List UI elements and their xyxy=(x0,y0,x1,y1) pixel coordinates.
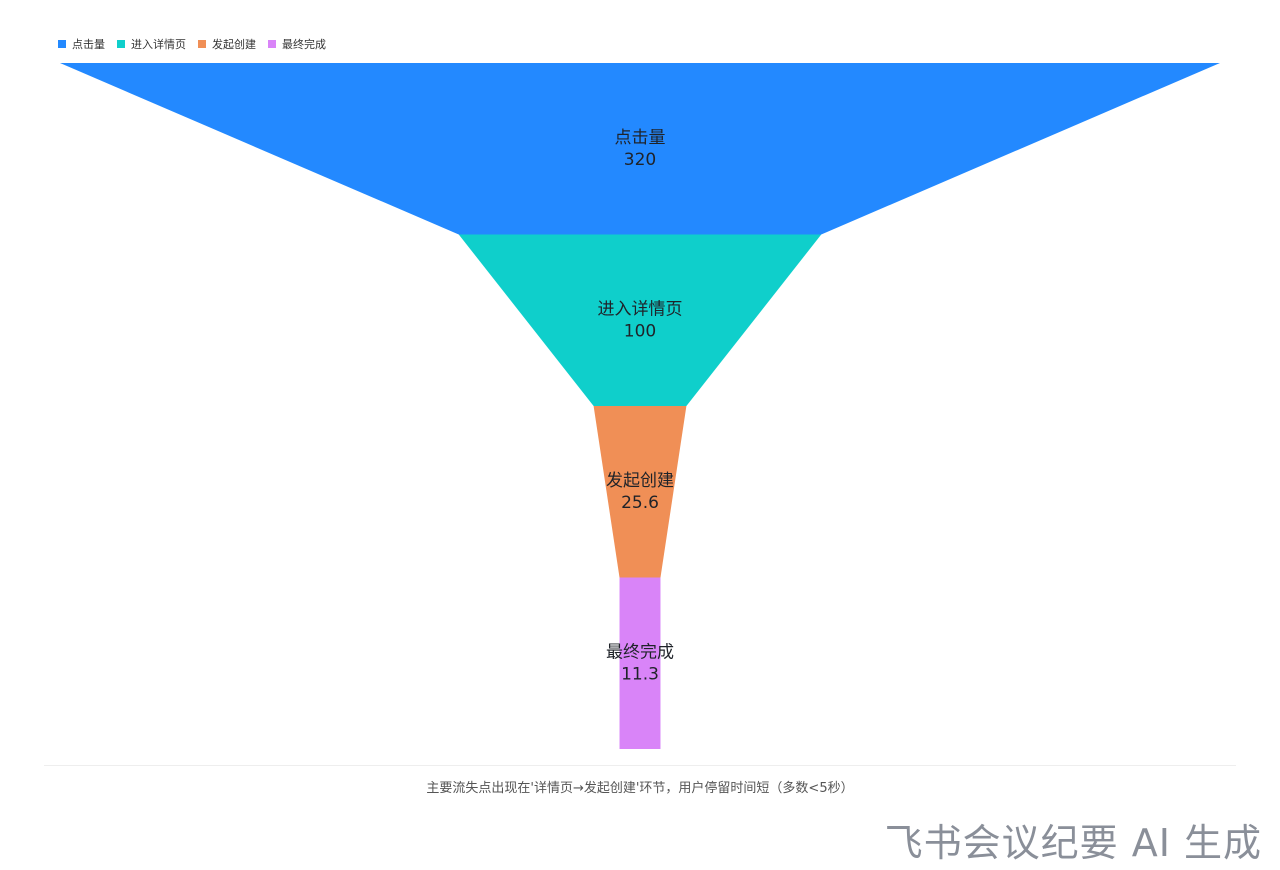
legend-item[interactable]: 点击量 xyxy=(58,36,105,52)
divider xyxy=(44,765,1236,766)
legend-swatch xyxy=(268,40,276,48)
legend-swatch xyxy=(58,40,66,48)
stage-value: 25.6 xyxy=(621,493,659,513)
stage-label: 最终完成 xyxy=(606,642,674,662)
stage-value: 100 xyxy=(624,321,656,341)
legend-label: 点击量 xyxy=(72,38,105,51)
stage-value: 11.3 xyxy=(621,664,659,684)
funnel-stage[interactable] xyxy=(593,406,687,578)
legend-item[interactable]: 进入详情页 xyxy=(117,36,186,52)
funnel-stage[interactable] xyxy=(60,63,1220,235)
stage-label: 点击量 xyxy=(615,128,666,148)
watermark: 飞书会议纪要 AI 生成 xyxy=(884,821,1262,865)
legend-label: 最终完成 xyxy=(282,38,326,51)
chart-caption: 主要流失点出现在'详情页→发起创建'环节，用户停留时间短（多数<5秒） xyxy=(426,781,854,796)
funnel-stage[interactable] xyxy=(458,234,822,407)
stage-label: 发起创建 xyxy=(606,471,674,491)
stage-label: 进入详情页 xyxy=(598,299,683,319)
funnel-stage[interactable] xyxy=(619,577,661,750)
stage-value: 320 xyxy=(624,150,656,170)
legend-label: 发起创建 xyxy=(212,38,256,51)
chart-legend: 点击量 进入详情页 发起创建 最终完成 xyxy=(58,36,326,52)
legend-item[interactable]: 最终完成 xyxy=(268,36,326,52)
legend-item[interactable]: 发起创建 xyxy=(198,36,256,52)
legend-label: 进入详情页 xyxy=(131,38,186,51)
legend-swatch xyxy=(198,40,206,48)
legend-swatch xyxy=(117,40,125,48)
